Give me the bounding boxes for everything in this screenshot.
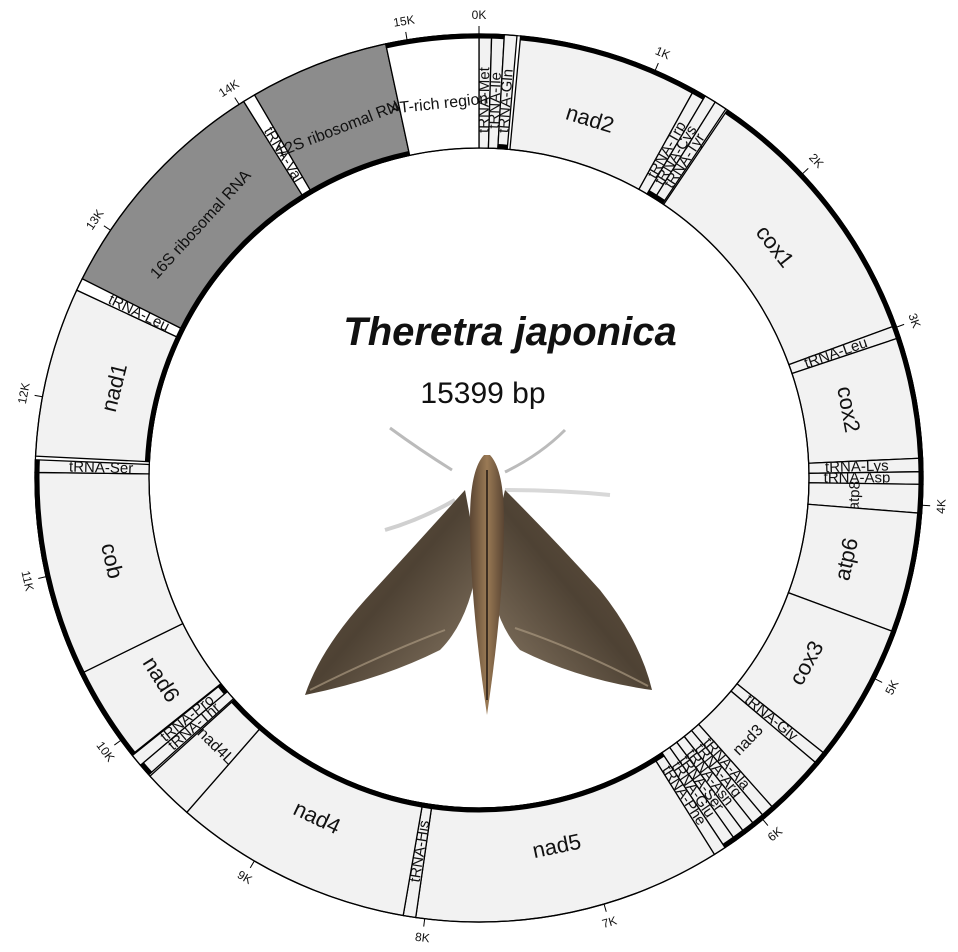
tick-label-12k: 12K [15,382,33,406]
tick-label-1k: 1K [653,44,672,63]
strand-edge-trna-gln [498,147,507,148]
tick-mark-11k [38,577,46,579]
tick-mark-5k [875,679,882,683]
tick-mark-10k [114,740,120,745]
strand-edge-trna-his [422,805,431,806]
tick-mark-1k [655,63,658,70]
tick-label-9k: 9K [235,868,255,888]
tick-mark-7k [604,904,606,912]
tick-mark-14k [235,98,239,105]
tick-label-11k: 11K [18,569,36,592]
tick-mark-13k [104,226,111,230]
tick-label-0k: 0K [472,8,487,22]
strand-edge-atp8 [920,484,921,513]
tick-mark-8k [424,919,425,927]
tick-mark-3k [897,324,905,327]
genome-size-label: 15399 bp [420,377,545,410]
tick-label-14k: 14K [216,77,242,100]
tick-mark-15k [406,32,407,40]
tick-label-7k: 7K [600,913,618,931]
tick-label-13k: 13K [83,207,107,233]
tick-mark-2k [802,168,808,173]
tick-label-8k: 8K [414,930,430,946]
feature-nad5: nad5 [416,758,715,922]
tick-mark-9k [250,861,254,868]
tick-mark-12k [35,395,43,396]
tick-label-2k: 2K [806,151,826,171]
tick-label-3k: 3K [905,311,923,330]
tick-label-10k: 10K [94,739,118,765]
species-title: Theretra japonica [343,310,676,354]
moth-illustration [305,428,652,715]
tick-label-15k: 15K [392,12,415,29]
strand-edge-trna-ile [492,36,505,37]
feature-label-trna-ser: tRNA-Ser [69,459,134,478]
tick-label-6k: 6K [765,824,785,844]
feature-label-atp8: atp8 [845,481,863,511]
tick-mark-6k [763,819,768,825]
tick-label-5k: 5K [882,678,901,697]
tick-label-4k: 4K [934,499,949,515]
